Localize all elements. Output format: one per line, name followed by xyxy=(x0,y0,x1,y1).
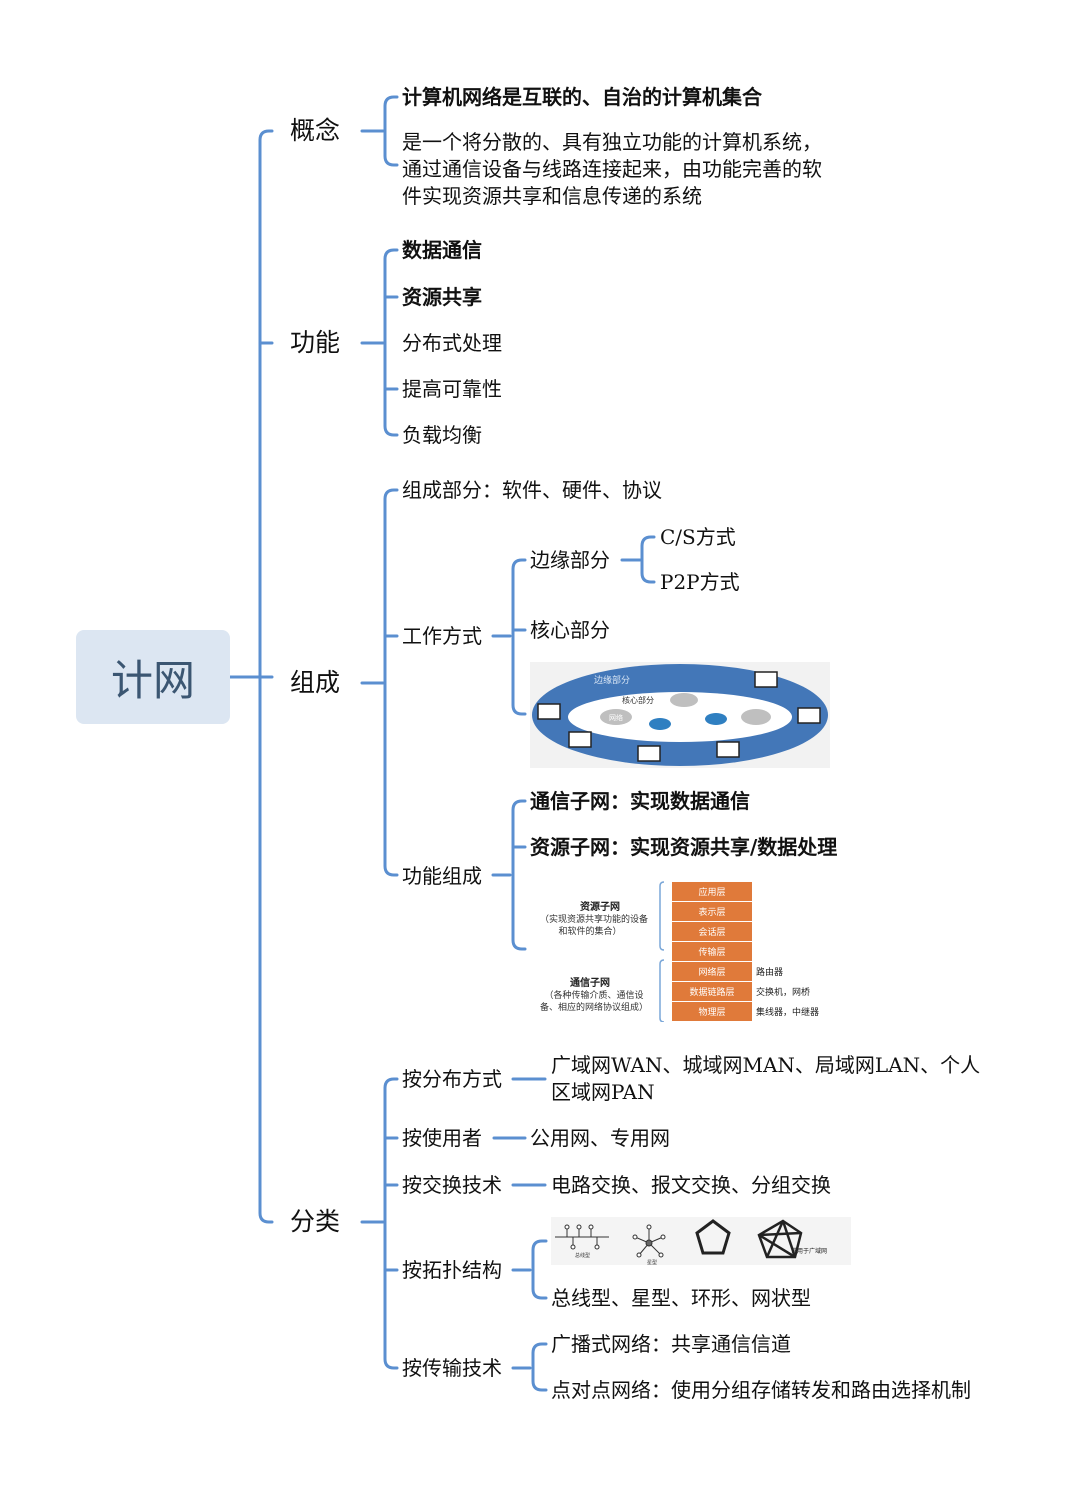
osi-layer-box xyxy=(672,902,752,921)
subnet-layer-diagram: 资源子网 （实现资源共享功能的设备 和软件的集合） 通信子网 （各种传输介质、通… xyxy=(540,881,819,1023)
computer-icon xyxy=(797,707,821,724)
ring-edge-label: 边缘部分 xyxy=(594,674,630,686)
edge-cs[interactable]: C/S方式 xyxy=(660,525,736,549)
computer-icon xyxy=(568,731,592,748)
topology-diagram: 总线型 星型 常用于广域网 xyxy=(555,1219,827,1266)
class-by-switching[interactable]: 按交换技术 xyxy=(402,1173,502,1197)
work-mode-edge[interactable]: 边缘部分 xyxy=(530,548,610,572)
ring-core-label: 核心部分 xyxy=(622,695,654,705)
osi-layer-box xyxy=(672,962,752,981)
fig-comm-title: 通信子网 xyxy=(570,976,610,989)
osi-layer-box xyxy=(672,882,752,901)
distribution-value-line-1[interactable]: 广域网WAN、城域网MAN、局域网LAN、个人 xyxy=(551,1053,981,1077)
work-mode-core[interactable]: 核心部分 xyxy=(530,618,610,642)
edge-core-diagram: 边缘部分 核心部分 网络 xyxy=(532,664,828,766)
topo-wan-note: 常用于广域网 xyxy=(791,1247,827,1255)
fig-comm-desc-1: （各种传输介质、通信设 xyxy=(544,989,643,1001)
fig-comm-desc-2: 备、相应的网络协议组成） xyxy=(540,1001,648,1013)
distribution-value-line-2: 区域网PAN xyxy=(551,1080,655,1104)
composition-work-mode[interactable]: 工作方式 xyxy=(402,624,482,648)
node-classification[interactable]: 分类 xyxy=(290,1207,341,1236)
transmission-p2p[interactable]: 点对点网络：使用分组存储转发和路由选择机制 xyxy=(551,1378,971,1402)
function-item-5[interactable]: 负载均衡 xyxy=(402,423,482,447)
topology-figure: 总线型 星型 常用于广域网 xyxy=(551,1217,851,1266)
osi-layer-label: 会话层 xyxy=(698,926,725,938)
cloud-icon xyxy=(600,709,632,725)
class-by-distribution[interactable]: 按分布方式 xyxy=(402,1067,502,1091)
transmission-broadcast[interactable]: 广播式网络：共享通信信道 xyxy=(551,1332,791,1356)
computer-icon xyxy=(716,741,740,758)
node-concept[interactable]: 概念 xyxy=(290,116,341,145)
fig-res-desc-2: 和软件的集合） xyxy=(558,925,621,937)
ring-topology-shape xyxy=(695,1219,731,1255)
osi-layer-label: 网络层 xyxy=(698,966,725,978)
comm-subnet[interactable]: 通信子网：实现数据通信 xyxy=(530,789,750,813)
fig-res-title: 资源子网 xyxy=(580,900,620,913)
function-item-2[interactable]: 资源共享 xyxy=(402,285,482,309)
osi-layer-label: 物理层 xyxy=(698,1006,725,1018)
class-by-transmission[interactable]: 按传输技术 xyxy=(402,1356,502,1380)
concept-item-2-line-1[interactable]: 是一个将分散的、具有独立功能的计算机系统， xyxy=(402,130,822,154)
osi-layer-box xyxy=(672,922,752,941)
node-composition[interactable]: 组成 xyxy=(290,668,341,697)
topo-bus-label: 总线型 xyxy=(575,1252,590,1259)
device-switch: 交换机，网桥 xyxy=(756,986,810,998)
router-icon xyxy=(705,713,727,725)
composition-parts[interactable]: 组成部分：软件、硬件、协议 xyxy=(402,478,662,502)
function-item-4[interactable]: 提高可靠性 xyxy=(402,377,502,401)
osi-layer-box xyxy=(672,982,752,1001)
device-router: 路由器 xyxy=(756,966,783,978)
computer-icon xyxy=(537,703,561,720)
function-item-1[interactable]: 数据通信 xyxy=(402,238,482,262)
osi-layer-label: 表示层 xyxy=(698,906,725,918)
root-node[interactable]: 计网 xyxy=(76,630,230,724)
osi-layer-box xyxy=(672,1002,752,1021)
osi-layer-box xyxy=(672,942,752,961)
fig-res-desc-1: （实现资源共享功能的设备 xyxy=(540,913,648,925)
function-item-3[interactable]: 分布式处理 xyxy=(402,331,502,355)
topology-value[interactable]: 总线型、星型、环形、网状型 xyxy=(551,1286,811,1310)
osi-layer-label: 数据链路层 xyxy=(689,986,734,998)
router-icon xyxy=(649,718,671,730)
switching-value[interactable]: 电路交换、报文交换、分组交换 xyxy=(551,1173,831,1197)
topo-star-label: 星型 xyxy=(647,1259,657,1265)
edge-p2p[interactable]: P2P方式 xyxy=(660,570,740,594)
osi-layer-label: 传输层 xyxy=(698,946,725,958)
ring-net-label: 网络 xyxy=(609,713,623,722)
concept-item-2-line-2: 通过通信设备与线路连接起来，由功能完善的软 xyxy=(402,157,822,181)
concept-item-1[interactable]: 计算机网络是互联的、自治的计算机集合 xyxy=(402,85,762,109)
subnet-layer-figure: 资源子网 （实现资源共享功能的设备 和软件的集合） 通信子网 （各种传输介质、通… xyxy=(530,880,830,1023)
class-by-user[interactable]: 按使用者 xyxy=(402,1126,482,1150)
user-value[interactable]: 公用网、专用网 xyxy=(530,1126,670,1150)
edge-core-figure: 边缘部分 核心部分 网络 xyxy=(530,662,830,768)
concept-item-2-line-3: 件实现资源共享和信息传递的系统 xyxy=(402,184,702,208)
node-function[interactable]: 功能 xyxy=(290,328,341,357)
cloud-icon xyxy=(741,709,771,725)
res-subnet[interactable]: 资源子网：实现资源共享/数据处理 xyxy=(530,835,838,859)
root-label: 计网 xyxy=(110,655,195,705)
mesh-topology-shape xyxy=(757,1219,803,1259)
computer-icon xyxy=(754,671,778,688)
computer-icon xyxy=(637,745,661,762)
device-hub: 集线器，中继器 xyxy=(756,1006,819,1018)
cloud-icon xyxy=(670,693,698,707)
class-by-topology[interactable]: 按拓扑结构 xyxy=(402,1258,502,1282)
composition-func-comp[interactable]: 功能组成 xyxy=(402,864,482,888)
osi-layer-label: 应用层 xyxy=(698,886,725,898)
